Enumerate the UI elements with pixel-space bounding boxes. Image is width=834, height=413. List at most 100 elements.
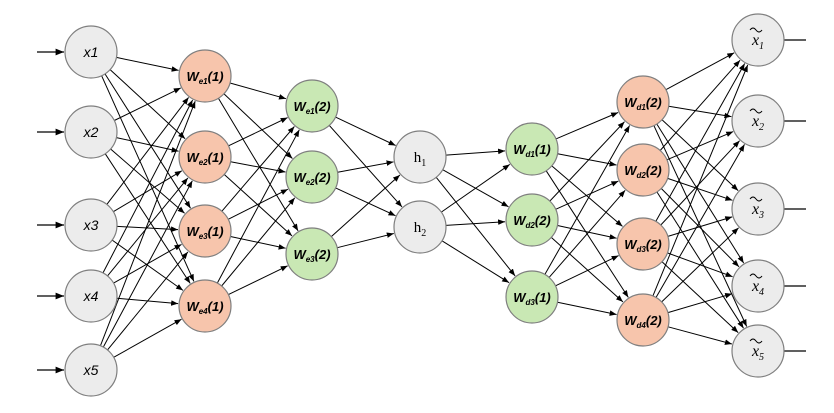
node-circle (64, 198, 118, 252)
label-base: W (186, 69, 200, 84)
label-base: x2 (83, 124, 99, 140)
node-encoder2-3: We3(2) (285, 227, 339, 281)
edge-decoder2-1-to-output-1 (665, 52, 735, 91)
node-output-2: x2 (731, 94, 785, 148)
label-base: W (186, 299, 200, 314)
tilde-accent (749, 196, 763, 202)
edge-input-4-to-encoder1-1 (102, 99, 194, 274)
node-decoder1-1: Wd1(1) (505, 122, 559, 176)
node-decoder2-3: Wd3(2) (616, 217, 670, 271)
label-suffix: (2) (646, 237, 662, 252)
edge-encoder1-3-to-encoder2-1 (221, 126, 295, 212)
node-label: Wd2(2) (624, 163, 662, 180)
edge-hidden-1-to-decoder1-1 (445, 148, 506, 156)
node-circle (285, 79, 339, 133)
node-hidden-2: h2 (393, 200, 447, 254)
edge-decoder1-3-to-decoder2-3 (555, 255, 619, 287)
label-sub: 1 (421, 158, 426, 169)
edge-decoder2-3-to-output-2 (660, 140, 740, 226)
label-sub: 5 (759, 352, 764, 363)
tilde-accent (749, 108, 763, 114)
label-base: x4 (83, 288, 99, 304)
node-circle (505, 122, 559, 176)
edge-input-2-to-encoder1-1 (114, 87, 182, 121)
node-circle (616, 217, 670, 271)
edge-decoder1-3-to-decoder2-2 (548, 189, 626, 278)
label-suffix: (1) (208, 69, 224, 84)
network-nodes: x1x2x3x4x5We1(1)We2(1)We3(1)We4(1)We1(2)… (64, 13, 785, 397)
edge-encoder1-1-to-encoder2-3 (217, 98, 299, 232)
node-label: x1 (751, 32, 764, 52)
edge-input-2-to-encoder1-2 (116, 137, 179, 153)
node-input-4: x4 (64, 269, 118, 323)
node-circle (178, 279, 232, 333)
edge-encoder2-2-to-hidden-1 (337, 160, 394, 173)
edge-input-2-to-encoder1-4 (104, 153, 191, 284)
edge-decoder2-1-to-output-3 (661, 119, 739, 191)
edge-encoder1-4-to-encoder2-3 (228, 265, 288, 296)
node-input-1: x1 (64, 25, 118, 79)
node-circle (731, 259, 785, 313)
node-label: h1 (414, 150, 427, 169)
edge-decoder1-2-to-decoder2-2 (555, 180, 619, 210)
node-label: We3(1) (186, 224, 223, 241)
node-label: h2 (414, 220, 427, 239)
node-circle (64, 25, 118, 79)
edge-input-5-to-encoder1-1 (99, 101, 196, 346)
node-circle (285, 227, 339, 281)
edge-encoder1-2-to-encoder2-1 (228, 117, 288, 147)
label-sub: d3 (526, 298, 536, 307)
label-sub: e3 (199, 232, 208, 241)
label-suffix: (1) (208, 150, 224, 165)
edge-encoder1-4-to-encoder2-1 (216, 129, 300, 284)
edge-decoder2-4-to-output-2 (655, 144, 745, 298)
label-suffix: (2) (315, 99, 331, 114)
node-hidden-1: h1 (393, 130, 447, 184)
node-label: We2(2) (293, 170, 330, 187)
edge-decoder2-3-to-output-5 (661, 261, 739, 333)
label-sub: 2 (759, 122, 764, 133)
label-sub: d1 (637, 103, 647, 112)
label-base: W (293, 247, 307, 262)
edge-decoder2-4-to-output-3 (661, 227, 739, 303)
node-label: x3 (751, 201, 764, 221)
node-decoder1-3: Wd3(1) (505, 270, 559, 324)
edge-input-1-to-encoder1-1 (116, 56, 179, 72)
node-circle (731, 13, 785, 67)
node-circle (505, 193, 559, 247)
node-encoder1-1: We1(1) (178, 49, 232, 103)
label-base: x3 (83, 217, 99, 233)
edge-hidden-2-to-decoder1-1 (441, 163, 511, 213)
node-label: Wd4(2) (624, 313, 662, 330)
label-sub: e1 (306, 107, 315, 116)
node-circle (64, 269, 118, 323)
node-output-5: x5 (731, 324, 785, 378)
node-label: We3(2) (293, 247, 330, 264)
node-circle (731, 324, 785, 378)
node-label: x5 (751, 343, 764, 363)
label-base: W (624, 313, 638, 328)
label-base: x5 (83, 362, 99, 378)
node-circle (64, 105, 118, 159)
node-input-3: x3 (64, 198, 118, 252)
edge-decoder1-1-to-decoder2-1 (555, 112, 619, 140)
tilde-accent (749, 338, 763, 344)
label-base: x (751, 343, 759, 360)
edge-input-1-to-encoder1-3 (104, 73, 191, 209)
label-sub: 1 (759, 41, 764, 52)
label-base: W (624, 95, 638, 110)
label-sub: e1 (199, 77, 208, 86)
node-output-4: x4 (731, 259, 785, 313)
node-label: x1 (83, 44, 99, 60)
node-circle (393, 130, 447, 184)
node-label: x4 (751, 278, 764, 298)
label-sub: e4 (199, 307, 208, 316)
node-label: Wd1(2) (624, 95, 662, 112)
node-input-5: x5 (64, 343, 118, 397)
edge-decoder1-2-to-decoder2-3 (557, 225, 617, 240)
label-suffix: (1) (208, 224, 224, 239)
edge-encoder2-3-to-hidden-1 (330, 174, 401, 237)
node-encoder1-3: We3(1) (178, 204, 232, 258)
node-output-1: x1 (731, 13, 785, 67)
